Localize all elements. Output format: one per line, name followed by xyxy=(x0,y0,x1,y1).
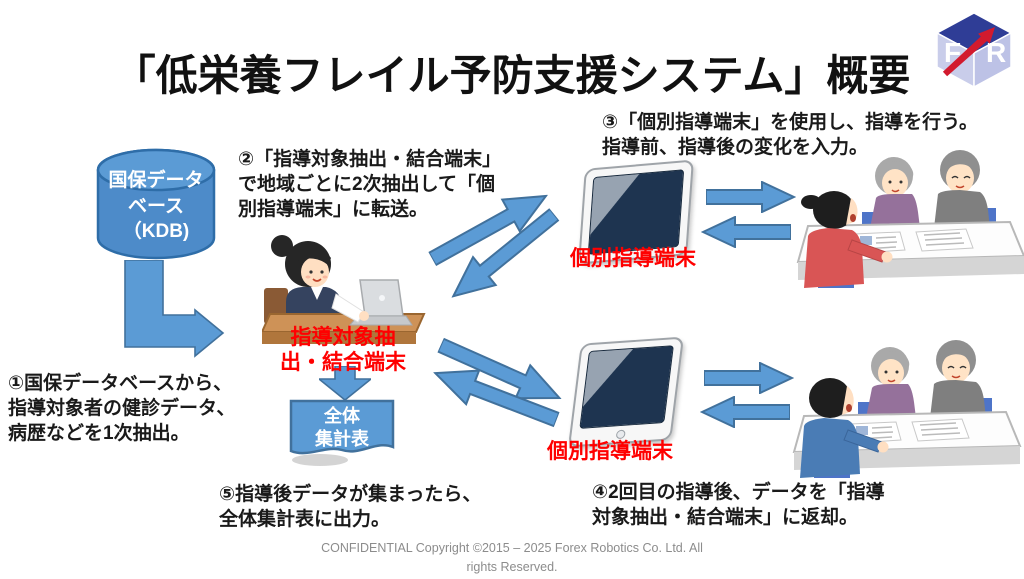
document xyxy=(915,228,974,252)
counselor-hand xyxy=(881,251,893,263)
step-4-note: ④2回目の指導後、データを「指導 対象抽出・結合端末」に返却。 xyxy=(592,482,885,529)
elderly-woman-face xyxy=(882,169,908,197)
arrow-tablet-top-to-terminal xyxy=(451,207,561,298)
confidential-footer: CONFIDENTIAL Copyright ©2015 – 2025 Fore… xyxy=(321,541,703,575)
document xyxy=(911,418,970,442)
elderly-woman-face xyxy=(878,359,904,387)
database-label: 国保データ ベース （KDB) xyxy=(108,170,204,243)
company-logo: F R xyxy=(935,12,1013,88)
counselor-body xyxy=(804,228,864,288)
staff-terminal-illustration xyxy=(262,235,426,344)
counselor-arm xyxy=(843,429,883,453)
desk-front xyxy=(262,332,416,344)
terminal-label: 指導対象抽 出・結合端末 xyxy=(280,326,406,374)
tablet-bottom-screen xyxy=(579,345,674,429)
arrow-tablet-bottom-to-terminal xyxy=(432,369,561,428)
face xyxy=(301,257,329,287)
elderly-man-face xyxy=(942,353,970,383)
collar xyxy=(311,287,323,300)
elderly-man-body xyxy=(930,380,986,418)
step-3-note: ③「個別指導端末」を使用し、指導を行う。 指導前、指導後の変化を入力。 xyxy=(602,112,978,159)
tablet-bottom-label: 個別指導端末 xyxy=(547,440,673,463)
consultation-group-bottom-illustration xyxy=(792,340,1022,478)
arrow-tablet-bottom-to-group xyxy=(704,362,794,394)
tablet-home-button-icon xyxy=(615,429,626,440)
tablet-top-label: 個別指導端末 xyxy=(570,247,696,270)
summary-sheet-label: 全体 集計表 xyxy=(315,406,369,449)
step-2-note: ②「指導対象抽出・結合端末」 で地域ごとに2次抽出して「個 別指導端末」に転送。 xyxy=(238,149,502,221)
arrow-tablet-top-to-group xyxy=(706,181,796,213)
logo-letter-r: R xyxy=(986,37,1006,68)
arm xyxy=(331,293,365,323)
logo-cube-right-face xyxy=(973,31,1012,88)
cylinder-top xyxy=(96,148,216,192)
hair-bun xyxy=(271,235,293,257)
step-1-note: ①国保データベースから、 指導対象者の健診データ、 病歴などを1次抽出。 xyxy=(8,373,236,445)
arrow-terminal-to-summary xyxy=(319,366,371,400)
arrow-group-to-tablet-bottom xyxy=(700,396,790,428)
counselor-head xyxy=(813,191,855,229)
kdb-database-cylinder xyxy=(96,148,216,260)
elderly-woman-body xyxy=(866,384,916,418)
counselor-body xyxy=(800,418,860,478)
page-title: 「低栄養フレイル予防支援システム」概要 xyxy=(113,52,911,99)
arrow-terminal-to-tablet-top xyxy=(427,194,549,267)
summary-sheet-shape xyxy=(289,399,395,466)
step-5-note: ⑤指導後データが集まったら、 全体集計表に出力。 xyxy=(219,484,482,531)
elderly-woman-body xyxy=(870,194,920,228)
tablet-bottom-illustration xyxy=(567,336,685,448)
arrow-kdb-to-terminal xyxy=(124,260,225,358)
elderly-man-face xyxy=(946,163,974,193)
tablet-top-screen xyxy=(587,169,685,255)
consultation-group-top-illustration xyxy=(796,150,1024,288)
arrow-group-to-tablet-top xyxy=(701,216,791,248)
counselor-arm xyxy=(847,239,887,263)
arrow-terminal-to-tablet-bottom xyxy=(436,337,562,400)
logo-arrow-icon xyxy=(942,27,995,77)
counselor-hand xyxy=(877,441,889,453)
hand xyxy=(359,311,369,321)
counselor-head xyxy=(809,378,851,418)
elderly-man-body xyxy=(934,190,990,228)
